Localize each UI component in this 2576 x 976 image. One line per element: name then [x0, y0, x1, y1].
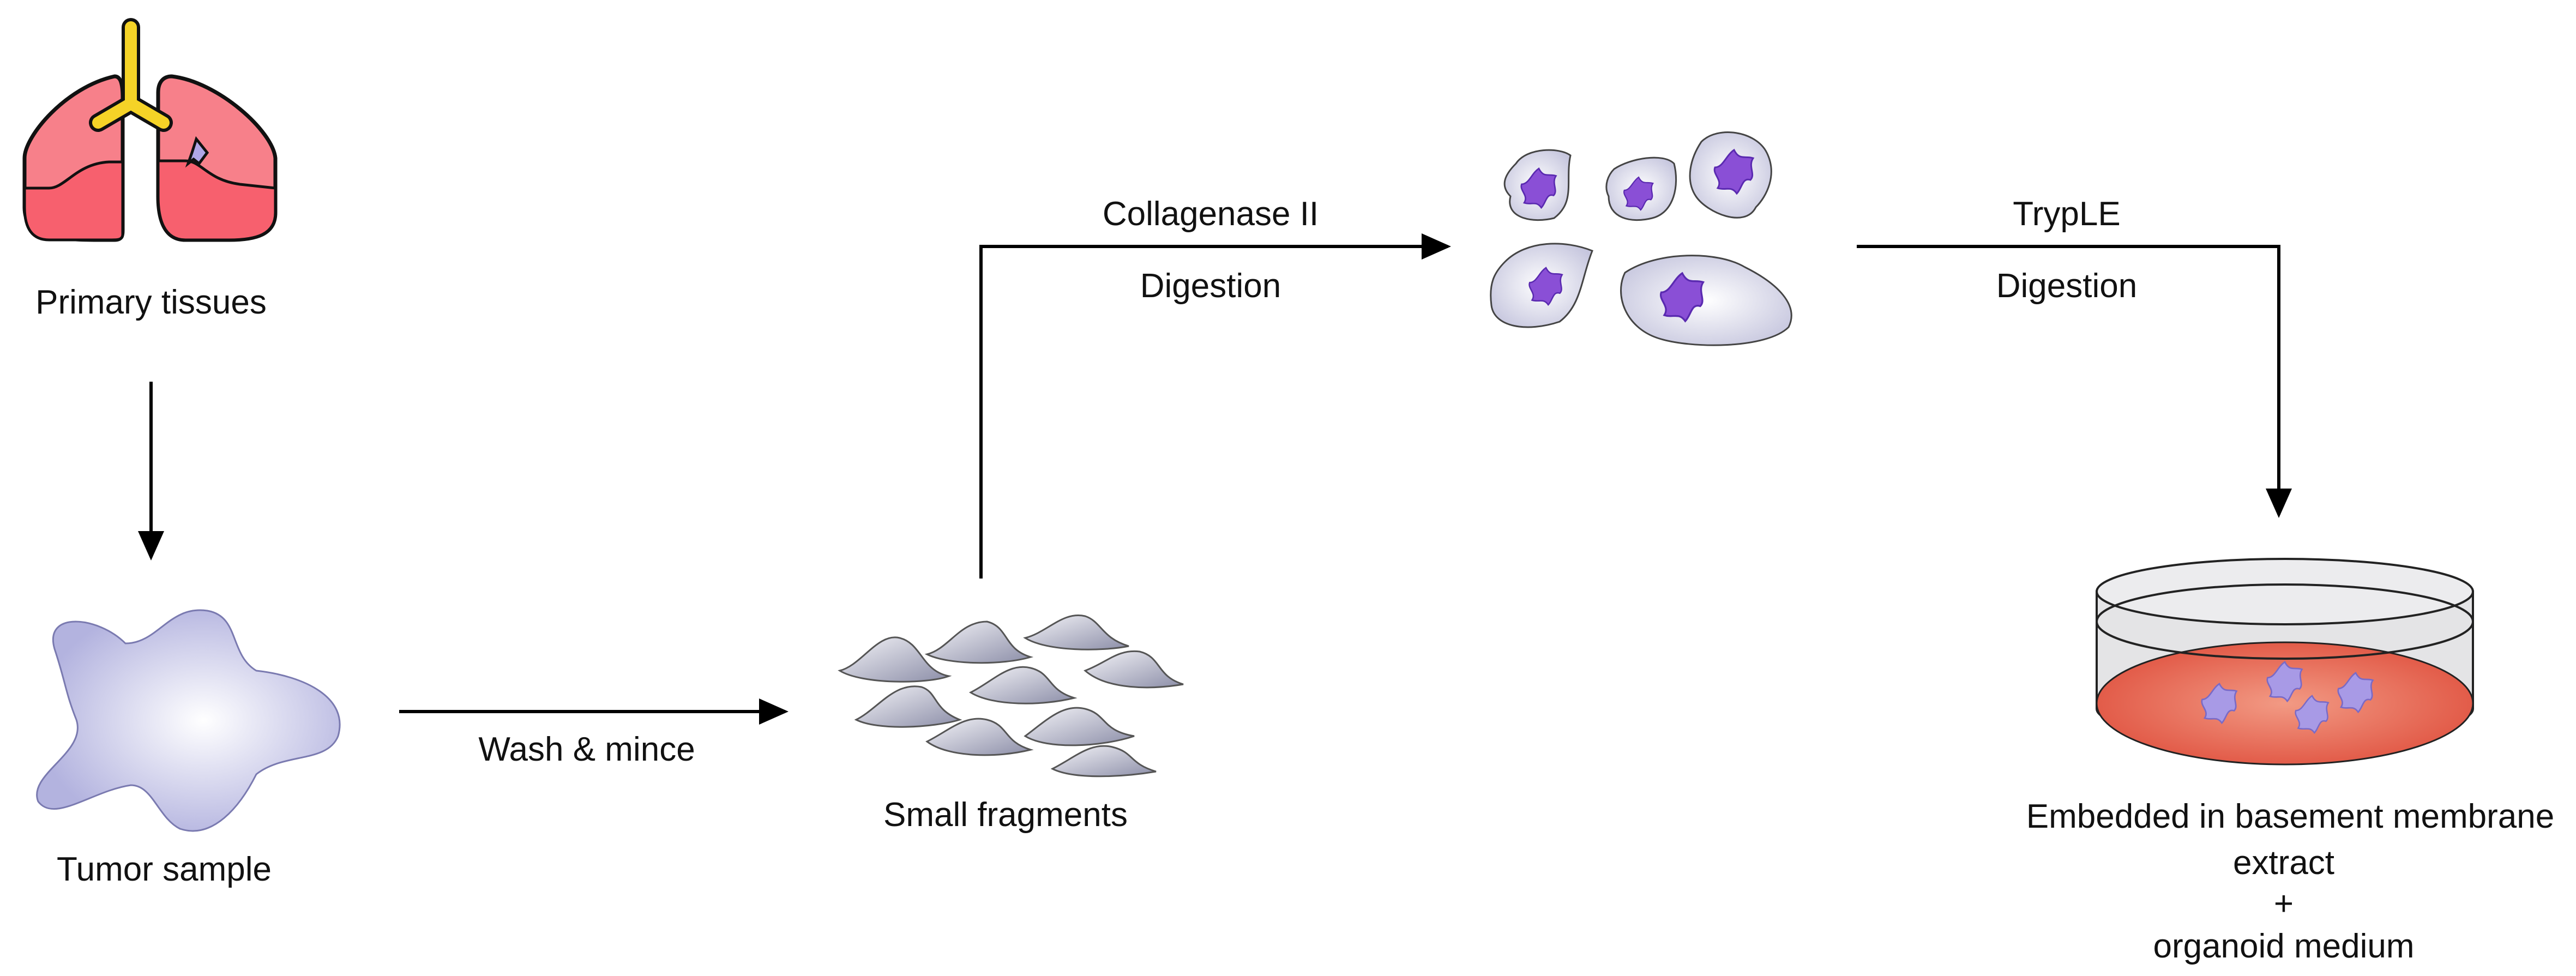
- small-fragments-label: Small fragments: [883, 796, 1128, 834]
- arrow-collagenase: [979, 233, 1451, 579]
- dissociated-cells-icon: [1490, 131, 1792, 346]
- dish-label-plus: +: [2274, 885, 2294, 923]
- tumor-sample-label: Tumor sample: [57, 851, 272, 888]
- tryple-label: TrypLE: [2013, 195, 2121, 233]
- lungs-icon: [22, 18, 278, 242]
- primary-tissues-label: Primary tissues: [35, 284, 267, 321]
- dish-label-line-2: extract: [2233, 844, 2334, 882]
- culture-dish-icon: [2096, 558, 2474, 766]
- collagenase-label: Collagenase II: [1103, 195, 1319, 233]
- dish-label-line-3: organoid medium: [2153, 927, 2414, 965]
- wash-mince-label: Wash & mince: [478, 731, 695, 768]
- tumor-blob-icon: [36, 609, 341, 832]
- dish-label-line-1: Embedded in basement membrane: [2026, 798, 2554, 835]
- tissue-fragments-icon: [838, 614, 1184, 778]
- collagenase-digestion-label: Digestion: [1140, 267, 1281, 305]
- arrow-tryple: [1857, 245, 2292, 518]
- tryple-digestion-label: Digestion: [1996, 267, 2137, 305]
